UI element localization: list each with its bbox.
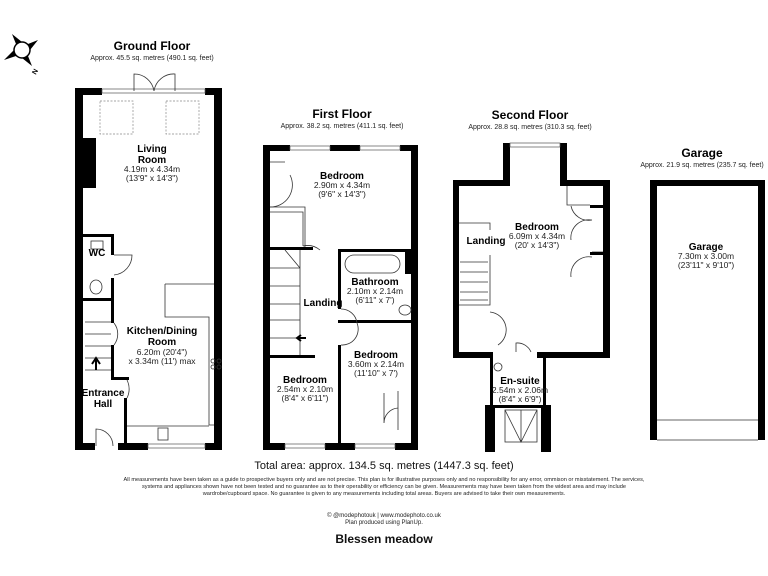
credits: © @modephotouk | www.modephoto.co.uk Pla…	[120, 513, 648, 527]
room-label: 3.60m x 2.14m	[348, 359, 404, 369]
room-label: (20' x 14'3")	[515, 240, 560, 250]
floor-area: Approx. 45.5 sq. metres (490.1 sq. feet)	[90, 55, 213, 62]
credit-line: © @modephotouk | www.modephoto.co.uk	[327, 513, 441, 519]
room-label: Living	[137, 144, 166, 155]
ground-floor: Ground Floor Approx. 45.5 sq. metres (49…	[75, 39, 222, 450]
compass-north-icon: N	[4, 34, 40, 76]
room-label: Landing	[304, 298, 343, 309]
room-label: Bedroom	[320, 171, 364, 182]
second-floor: Second Floor Approx. 28.8 sq. metres (31…	[453, 108, 610, 452]
room-label: (11'10" x 7')	[354, 368, 398, 378]
first-floor: First Floor Approx. 38.2 sq. metres (411…	[263, 107, 418, 450]
room-label: First Floor	[312, 107, 372, 121]
stairs-up-arrow-icon	[91, 356, 101, 370]
room-label: Kitchen/Dining	[127, 326, 198, 337]
room-label: Room	[148, 337, 176, 348]
room-label: WC	[89, 248, 106, 259]
room-label: En-suite	[500, 376, 540, 387]
room-label: (23'11" x 9'10")	[678, 260, 735, 270]
garage: Garage Approx. 21.9 sq. metres (235.7 sq…	[640, 146, 765, 441]
disclaimer: All measurements have been taken as a gu…	[123, 477, 645, 497]
room-label: 6.09m x 4.34m	[509, 231, 565, 241]
floor-title: Ground Floor	[114, 39, 191, 53]
property-name: Blessen meadow	[335, 532, 433, 546]
room-label: Landing	[467, 236, 506, 247]
room-label: Bedroom	[283, 375, 327, 386]
room-label: x 3.34m (11') max	[128, 356, 196, 366]
room-label: 2.54m x 2.06m	[492, 385, 548, 395]
room-label: 7.30m x 3.00m	[678, 251, 734, 261]
room-label: Approx. 38.2 sq. metres (411.1 sq. feet)	[281, 123, 404, 130]
total-area: Total area: approx. 134.5 sq. metres (14…	[254, 460, 514, 472]
room-label: Entrance	[82, 388, 125, 399]
room-label: Garage	[689, 242, 724, 253]
room-label: Approx. 21.9 sq. metres (235.7 sq. feet)	[640, 162, 763, 169]
room-label: (9'6" x 14'3")	[318, 189, 366, 199]
credit-line: Plan produced using PlanUp.	[345, 520, 423, 526]
room-label: Bedroom	[515, 222, 559, 233]
room-label: 2.10m x 2.14m	[347, 286, 403, 296]
room-label: 2.90m x 4.34m	[314, 180, 370, 190]
room-label: (8'4" x 6'9")	[499, 394, 542, 404]
room-label: Garage	[681, 146, 723, 160]
room-label: Bedroom	[354, 350, 398, 361]
room-label: Approx. 28.8 sq. metres (310.3 sq. feet)	[468, 124, 591, 131]
room-label: (8'4" x 6'11")	[282, 393, 329, 403]
room-label: 4.19m x 4.34m	[124, 164, 180, 174]
room-label: Hall	[94, 399, 113, 410]
room-label: (6'11" x 7')	[355, 295, 394, 305]
room-label: (13'9" x 14'3")	[126, 173, 178, 183]
room-label: 2.54m x 2.10m	[277, 384, 333, 394]
room-label: Room	[138, 155, 166, 166]
room-label: 6.20m (20'4")	[137, 347, 188, 357]
room-label: N	[31, 68, 40, 76]
room-label: Second Floor	[492, 108, 569, 122]
room-label: Bathroom	[351, 277, 398, 288]
